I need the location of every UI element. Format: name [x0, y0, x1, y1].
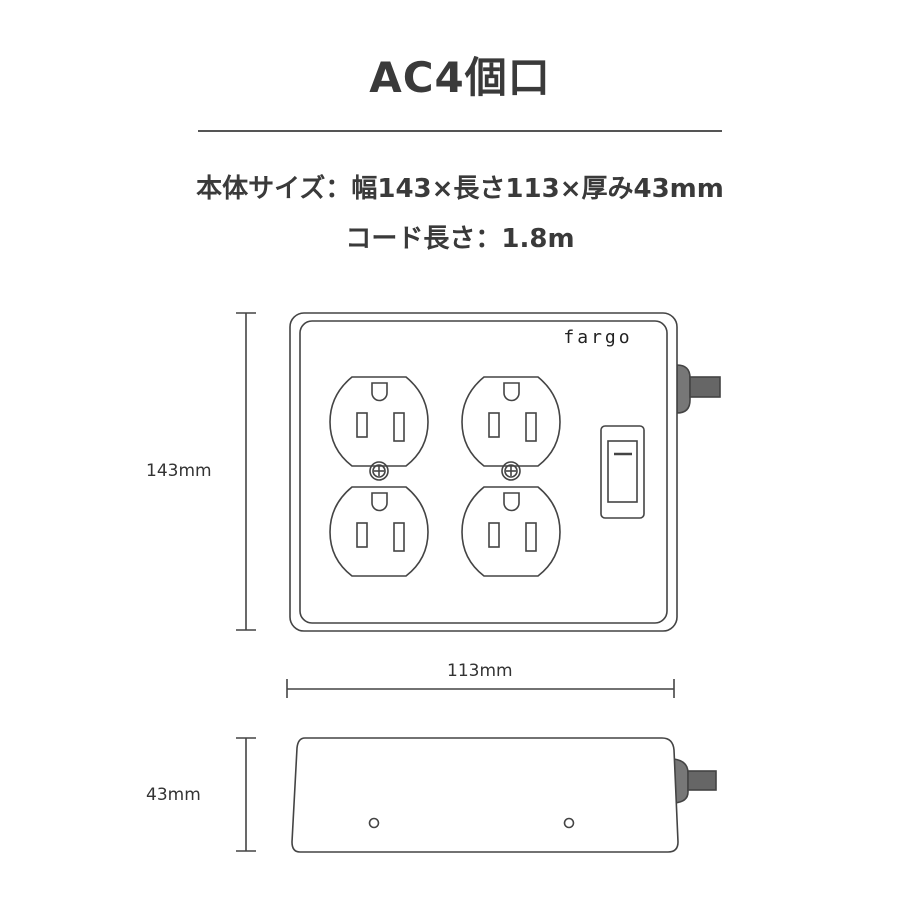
page-title: AC4個口 [369, 53, 551, 102]
height-dimension-line [236, 312, 256, 631]
power-strip-top-view [289, 312, 678, 632]
width-dimension-line [286, 679, 675, 698]
power-cord-side [673, 758, 717, 804]
spec-cord-length: コード長さ：1.8m [345, 224, 575, 254]
spec-body-size: 本体サイズ：幅143×長さ113×厚み43mm [196, 174, 724, 204]
power-strip-side-view [291, 737, 679, 853]
depth-dimension-line [236, 737, 256, 852]
power-cord-top [676, 364, 721, 414]
divider [198, 130, 722, 132]
power-switch [600, 425, 645, 519]
outlet-top-right [461, 376, 561, 467]
brand-logo: fargo [563, 327, 632, 348]
screw-icon-left [369, 461, 389, 481]
outlet-bottom-right [461, 486, 561, 577]
screw-icon-right [501, 461, 521, 481]
depth-dimension-label: 43mm [146, 785, 201, 805]
outlet-bottom-left [329, 486, 429, 577]
outlet-top-left [329, 376, 429, 467]
height-dimension-label: 143mm [146, 461, 212, 481]
width-dimension-label: 113mm [447, 661, 513, 681]
